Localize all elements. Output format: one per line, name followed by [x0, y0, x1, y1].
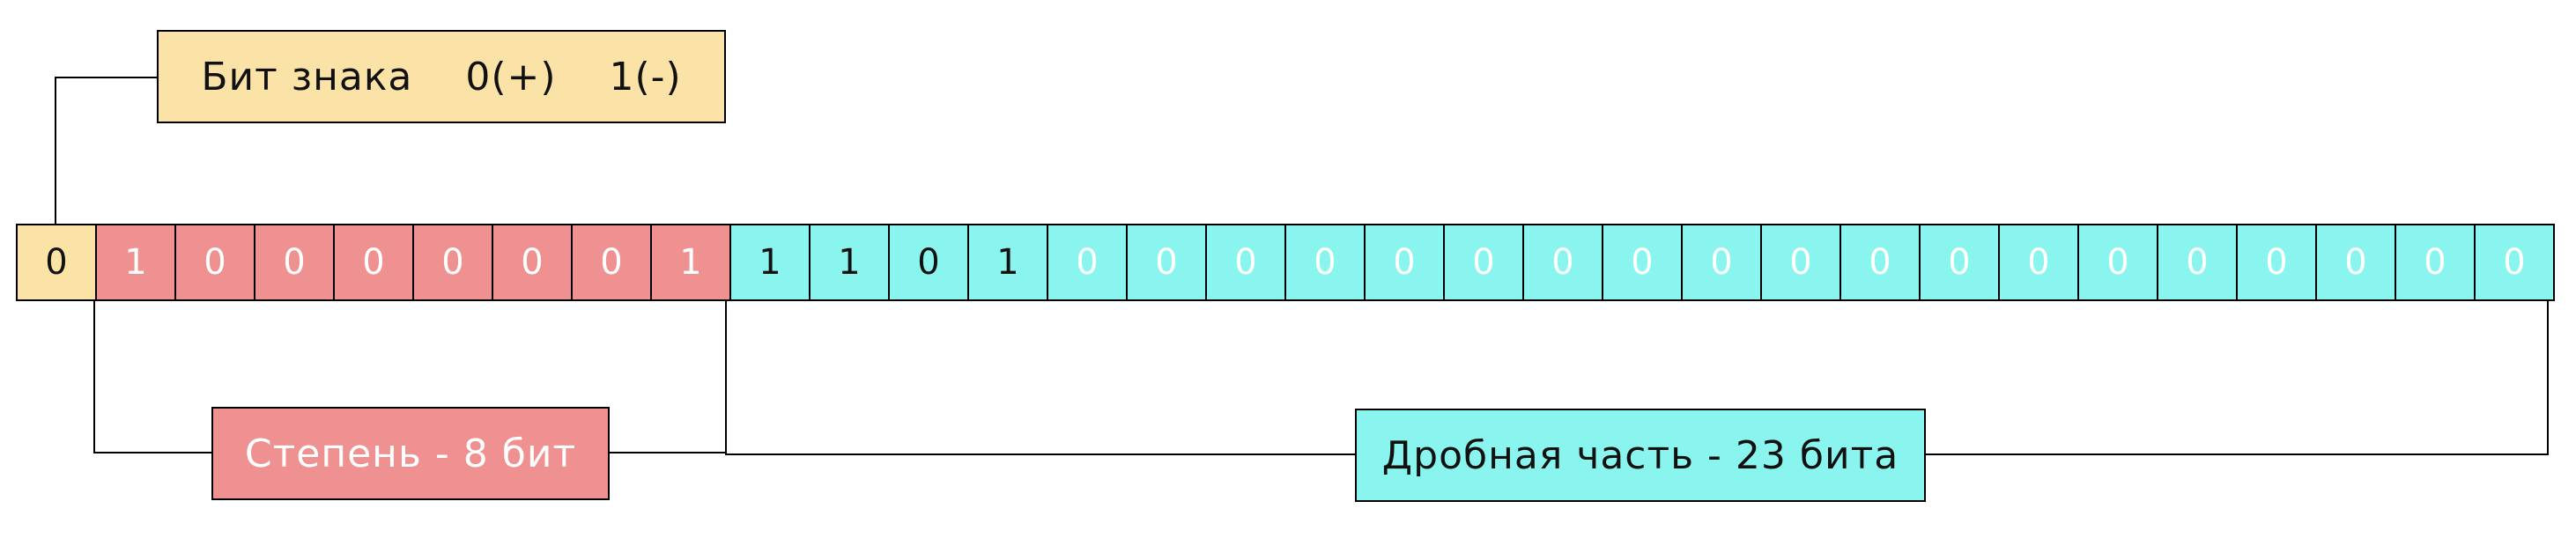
- exponent-bit-cell: 1: [650, 224, 731, 301]
- fraction-bit-cell: 0: [2077, 224, 2158, 301]
- fraction-bit-cell: 0: [2236, 224, 2317, 301]
- sign-bit-label-box: Бит знака 0(+) 1(-): [157, 30, 726, 123]
- exponent-bit-cell: 0: [333, 224, 414, 301]
- fraction-connector-right: [1926, 301, 2549, 455]
- exponent-bit-cell: 0: [254, 224, 335, 301]
- fraction-bit-cell: 1: [967, 224, 1048, 301]
- fraction-bit-cell: 0: [1919, 224, 2000, 301]
- sign-bit-cell: 0: [16, 224, 97, 301]
- sign-connector-line: [55, 77, 157, 224]
- fraction-bit-cell: 0: [1443, 224, 1524, 301]
- fraction-bit-cell: 1: [809, 224, 890, 301]
- fraction-bit-cell: 1: [729, 224, 811, 301]
- fraction-bit-cell: 0: [1760, 224, 1841, 301]
- exponent-bit-cell: 1: [95, 224, 176, 301]
- fraction-bit-cell: 0: [888, 224, 969, 301]
- fraction-bit-cell: 0: [2315, 224, 2396, 301]
- fraction-bit-cell: 0: [1047, 224, 1128, 301]
- fraction-bit-cell: 0: [1522, 224, 1603, 301]
- exponent-bit-cell: 0: [174, 224, 255, 301]
- exponent-label-box: Степень - 8 бит: [211, 407, 610, 500]
- fraction-label-box: Дробная часть - 23 бита: [1355, 409, 1926, 502]
- exponent-connector-right: [610, 301, 727, 453]
- fraction-bit-cell: 0: [2474, 224, 2555, 301]
- exponent-bit-cell: 0: [571, 224, 652, 301]
- fraction-connector-left: [725, 301, 1355, 455]
- fraction-bit-cell: 0: [2395, 224, 2476, 301]
- fraction-bit-cell: 0: [1284, 224, 1366, 301]
- exponent-bit-cell: 0: [412, 224, 493, 301]
- fraction-bit-cell: 0: [2157, 224, 2238, 301]
- exponent-bit-cell: 0: [492, 224, 573, 301]
- fraction-bit-cell: 0: [1126, 224, 1207, 301]
- fraction-bit-cell: 0: [1364, 224, 1445, 301]
- fraction-bit-cell: 0: [1998, 224, 2079, 301]
- fraction-bit-cell: 0: [1681, 224, 1762, 301]
- fraction-bit-cell: 0: [1205, 224, 1286, 301]
- fraction-bit-cell: 0: [1839, 224, 1921, 301]
- fraction-bit-cell: 0: [1602, 224, 1683, 301]
- exponent-connector-left: [93, 301, 211, 453]
